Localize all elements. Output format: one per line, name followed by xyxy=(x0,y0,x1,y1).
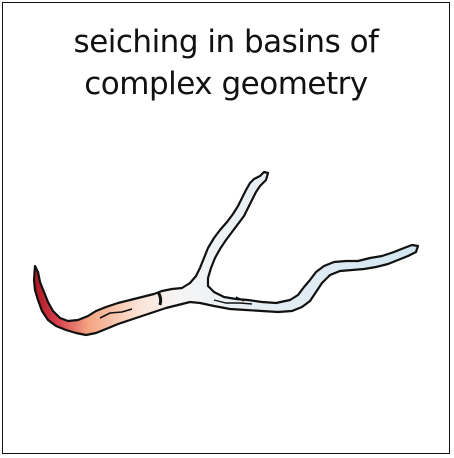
basin-band xyxy=(156,291,163,306)
basin-inner-line xyxy=(213,299,253,305)
title-line-1: seiching in basins of xyxy=(73,24,379,60)
basin-shape xyxy=(32,170,420,337)
panel-frame: seiching in basins of complex geometry xyxy=(2,2,450,454)
basin-inner-line xyxy=(99,308,133,319)
basin-inner-line xyxy=(235,296,245,302)
title-line-2: complex geometry xyxy=(84,66,368,102)
panel-title: seiching in basins of complex geometry xyxy=(3,21,449,105)
